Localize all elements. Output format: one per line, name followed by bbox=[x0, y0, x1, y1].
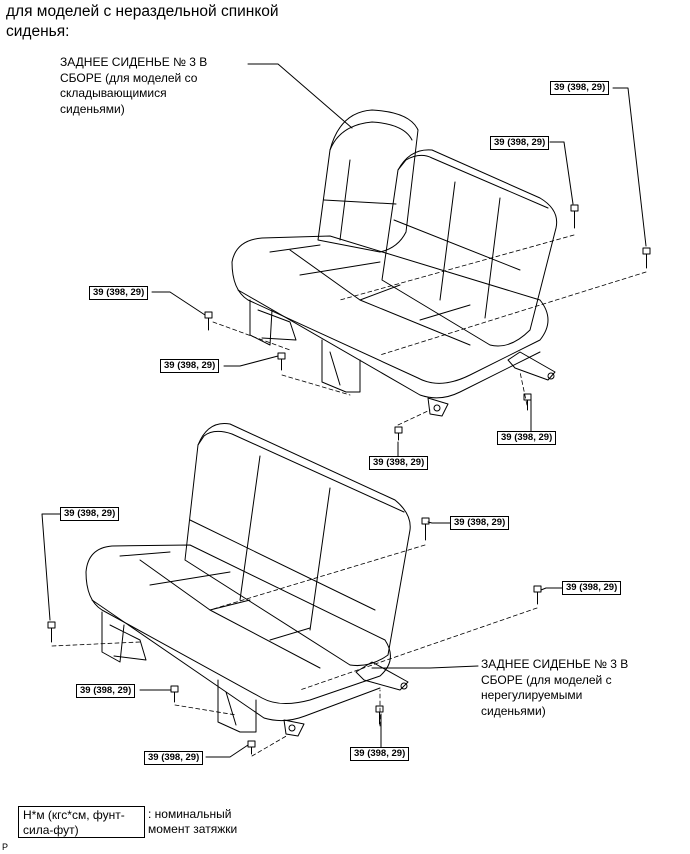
torque-label: 39 (398, 29) bbox=[60, 507, 120, 521]
callout-folding-line-1: ЗАДНЕЕ СИДЕНЬЕ № 3 В bbox=[60, 55, 208, 69]
legend-desc-line-1: : номинальный bbox=[148, 807, 232, 821]
legend-unit-line-2: сила-фут) bbox=[23, 823, 79, 837]
torque-legend-description: : номинальный момент затяжки bbox=[148, 807, 237, 837]
torque-label: 39 (398, 29) bbox=[369, 456, 429, 470]
page-heading: для моделей с нераздельной спинкой сиден… bbox=[6, 2, 279, 42]
torque-label: 39 (398, 29) bbox=[562, 581, 622, 595]
callout-folding-line-2: СБОРЕ (для моделей со bbox=[60, 70, 198, 85]
illustration-code: P bbox=[2, 842, 9, 852]
torque-label: 39 (398, 29) bbox=[490, 136, 550, 150]
callout-non-adjustable-seat: ЗАДНЕЕ СИДЕНЬЕ № 3 В СБОРЕ (для моделей … bbox=[481, 657, 628, 719]
torque-label: 39 (398, 29) bbox=[144, 751, 204, 765]
top-dashed-guides bbox=[212, 234, 647, 426]
legend-unit-line-1: Н*м (кгс*см, фунт- bbox=[23, 808, 125, 822]
torque-unit-legend-box: Н*м (кгс*см, фунт- сила-фут) bbox=[18, 806, 145, 838]
callout-non-adjustable-line-1: ЗАДНЕЕ СИДЕНЬЕ № 3 В bbox=[481, 657, 629, 671]
torque-label: 39 (398, 29) bbox=[350, 747, 410, 761]
top-leader-lines bbox=[151, 63, 647, 459]
torque-label: 39 (398, 29) bbox=[450, 516, 510, 530]
bottom-dashed-guides bbox=[51, 544, 538, 757]
torque-label: 39 (398, 29) bbox=[89, 286, 149, 300]
torque-label: 39 (398, 29) bbox=[160, 359, 220, 373]
callout-folding-line-3: складывающимися bbox=[60, 86, 167, 100]
bottom-seat-bolts bbox=[47, 517, 542, 755]
heading-line-1: для моделей с нераздельной спинкой bbox=[6, 3, 279, 20]
top-seat-bolts bbox=[204, 204, 651, 441]
top-seat-drawing bbox=[231, 109, 558, 417]
callout-non-adjustable-line-2: СБОРЕ (для моделей с bbox=[481, 672, 612, 687]
torque-label: 39 (398, 29) bbox=[550, 81, 610, 95]
torque-label: 39 (398, 29) bbox=[76, 684, 136, 698]
bottom-leader-lines bbox=[41, 513, 563, 758]
legend-desc-line-2: момент затяжки bbox=[148, 822, 238, 836]
bottom-seat-drawing bbox=[85, 422, 411, 737]
callout-non-adjustable-line-3: нерегулируемыми bbox=[481, 688, 583, 702]
torque-label: 39 (398, 29) bbox=[497, 431, 557, 445]
callout-non-adjustable-line-4: сиденьями) bbox=[481, 703, 546, 718]
callout-folding-line-4: сиденьями) bbox=[60, 101, 125, 116]
callout-folding-seat: ЗАДНЕЕ СИДЕНЬЕ № 3 В СБОРЕ (для моделей … bbox=[60, 55, 207, 117]
heading-line-2: сиденья: bbox=[6, 23, 70, 40]
